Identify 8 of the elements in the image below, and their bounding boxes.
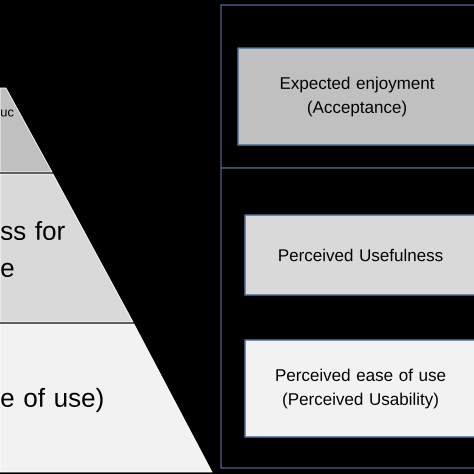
pyramid-band: ss for e xyxy=(0,174,134,322)
panel-frame xyxy=(220,167,474,469)
concept-box: Perceived Usefulness xyxy=(244,214,474,296)
concept-box: Expected enjoyment (Acceptance) xyxy=(237,47,474,146)
concept-box: Perceived ease of use (Perceived Usability) xyxy=(244,339,474,438)
panel-frame xyxy=(220,4,474,169)
pyramid-band: uc xyxy=(0,88,53,172)
pyramid-band: e of use) xyxy=(0,324,213,472)
